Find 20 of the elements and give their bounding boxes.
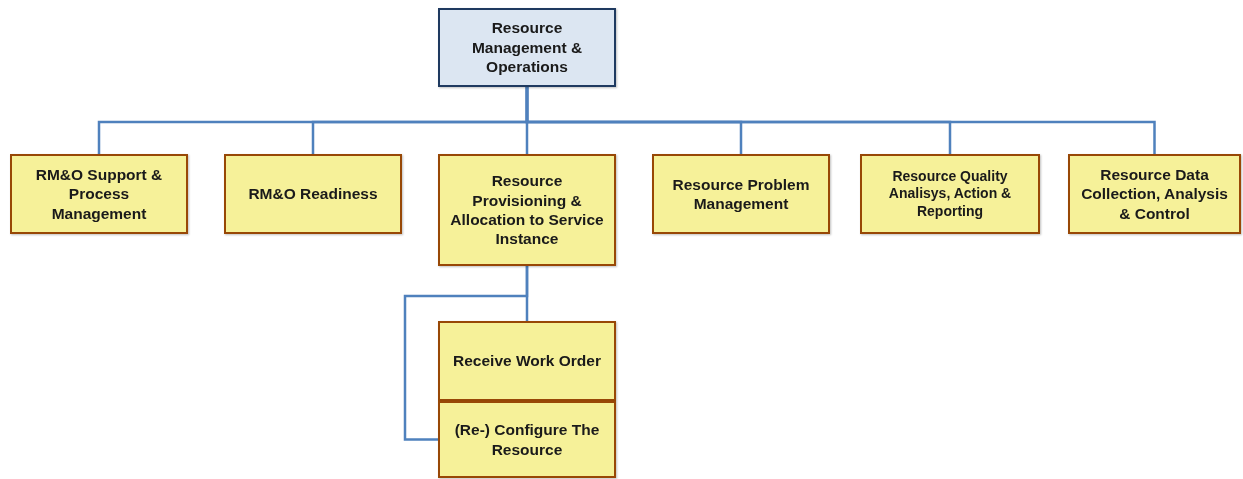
process-box	[438, 321, 616, 401]
box-label: RM&O Readiness	[248, 184, 378, 204]
process-box	[10, 154, 188, 234]
box-label: Resource Management & Operations	[470, 18, 584, 77]
box-label: Resource Problem Management	[671, 174, 811, 214]
box-label: RM&O Support & Process Management	[34, 164, 164, 224]
root-box	[438, 8, 616, 87]
box-label: Resource Data Collection, Analysis & Control	[1080, 164, 1229, 224]
process-box	[438, 154, 616, 266]
connector-line	[403, 266, 529, 441]
process-box	[860, 154, 1040, 234]
box-label: Resource Provisioning & Allocation to Service Instance	[449, 171, 605, 249]
process-box	[224, 154, 402, 234]
process-box	[438, 401, 616, 478]
process-box	[652, 154, 830, 234]
connector-line	[525, 87, 1156, 154]
box-label: Receive Work Order	[453, 351, 601, 371]
process-box	[1068, 154, 1241, 234]
box-label: (Re-) Configure The Resource	[453, 420, 601, 459]
box-label: Resource Quality Analisys, Action & Reporting	[887, 167, 1013, 221]
